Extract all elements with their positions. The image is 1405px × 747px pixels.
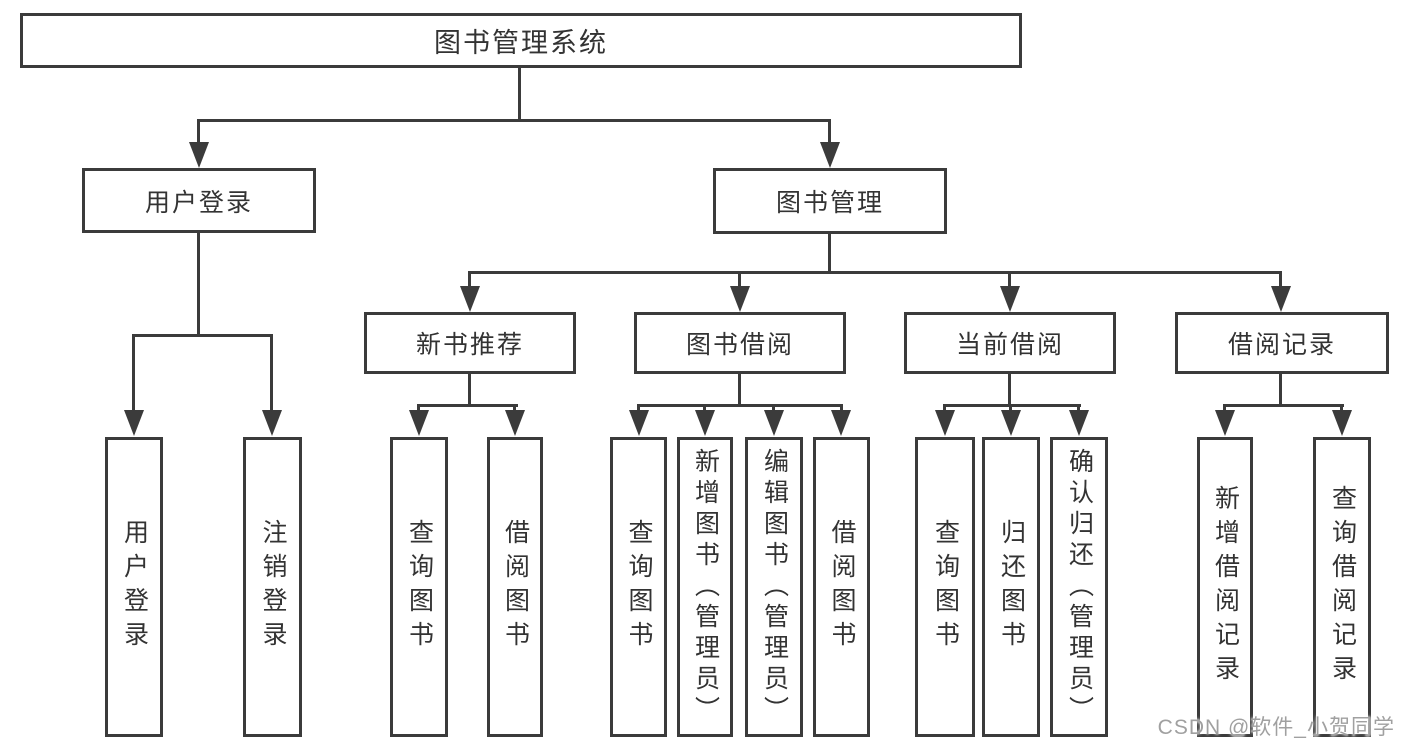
arrow-down-icon — [460, 286, 480, 312]
leaf-query-book-3: 查询图书 — [915, 437, 975, 737]
leaf-return-book: 归还图书 — [982, 437, 1040, 737]
connector-line — [637, 404, 640, 413]
arrow-down-icon — [764, 410, 784, 436]
node-borrow-record-label: 借阅记录 — [1227, 331, 1336, 359]
connector-line — [828, 119, 831, 146]
connector-line — [1340, 404, 1343, 413]
connector-line — [943, 404, 1081, 407]
connector-line — [1279, 374, 1282, 406]
connector-line — [197, 119, 200, 146]
connector-line — [1279, 271, 1282, 289]
leaf-query-book-1: 查询图书 — [390, 437, 448, 737]
connector-line — [703, 404, 706, 413]
arrow-down-icon — [1332, 410, 1352, 436]
connector-line — [468, 271, 1282, 274]
arrow-down-icon — [124, 410, 144, 436]
connector-line — [417, 404, 518, 407]
leaf-user-login: 用户登录 — [105, 437, 163, 737]
arrow-down-icon — [831, 410, 851, 436]
leaf-edit-book-admin-label: 编辑图书（管理员） — [760, 447, 789, 727]
connector-line — [468, 374, 471, 406]
node-new-book-recommend-label: 新书推荐 — [415, 331, 524, 359]
arrow-down-icon — [1000, 286, 1020, 312]
connector-line — [1008, 271, 1011, 289]
leaf-edit-book-admin: 编辑图书（管理员） — [745, 437, 803, 737]
leaf-confirm-return-admin: 确认归还（管理员） — [1050, 437, 1108, 737]
leaf-add-book-admin: 新增图书（管理员） — [677, 437, 733, 737]
arrow-down-icon — [935, 410, 955, 436]
leaf-confirm-return-admin-label: 确认归还（管理员） — [1065, 447, 1094, 727]
connector-line — [840, 404, 843, 413]
leaf-user-login-label: 用户登录 — [120, 519, 149, 655]
leaf-query-borrow-record-label: 查询借阅记录 — [1328, 485, 1357, 689]
connector-line — [197, 232, 200, 336]
connector-line — [828, 234, 831, 274]
node-book-borrow-label: 图书借阅 — [685, 331, 794, 359]
node-user-login-label: 用户登录 — [144, 188, 253, 217]
arrow-down-icon — [189, 142, 209, 168]
node-book-management: 图书管理 — [713, 168, 947, 234]
node-user-login: 用户登录 — [82, 168, 316, 233]
connector-line — [198, 119, 831, 122]
connector-line — [1223, 404, 1344, 407]
connector-line — [513, 404, 516, 413]
leaf-borrow-book-1-label: 借阅图书 — [501, 519, 530, 655]
connector-line — [738, 271, 741, 289]
leaf-query-borrow-record: 查询借阅记录 — [1313, 437, 1371, 737]
connector-line — [1223, 404, 1226, 413]
leaf-borrow-book-2-label: 借阅图书 — [828, 519, 856, 655]
arrow-down-icon — [1069, 410, 1089, 436]
node-borrow-record: 借阅记录 — [1175, 312, 1389, 374]
arrow-down-icon — [1271, 286, 1291, 312]
leaf-logout: 注销登录 — [243, 437, 302, 737]
csdn-watermark: CSDN @软件_小贺同学 — [1157, 716, 1395, 739]
arrow-down-icon — [820, 142, 840, 168]
connector-line — [637, 404, 843, 407]
connector-line — [943, 404, 946, 413]
leaf-borrow-book-1: 借阅图书 — [487, 437, 543, 737]
arrow-down-icon — [629, 410, 649, 436]
leaf-query-book-1-label: 查询图书 — [405, 519, 434, 655]
leaf-query-book-3-label: 查询图书 — [931, 519, 960, 655]
connector-line — [132, 334, 273, 337]
node-book-management-label: 图书管理 — [775, 189, 884, 217]
connector-line — [738, 374, 741, 406]
leaf-return-book-label: 归还图书 — [997, 519, 1026, 655]
connector-line — [417, 404, 420, 413]
connector-line — [132, 334, 135, 414]
arrow-down-icon — [262, 410, 282, 436]
arrow-down-icon — [1001, 410, 1021, 436]
connector-line — [1009, 404, 1012, 413]
leaf-borrow-book-2: 借阅图书 — [813, 437, 870, 737]
node-current-borrow: 当前借阅 — [904, 312, 1116, 374]
node-book-borrow: 图书借阅 — [634, 312, 846, 374]
connector-line — [1008, 374, 1011, 406]
node-root: 图书管理系统 — [20, 13, 1022, 68]
leaf-add-borrow-record: 新增借阅记录 — [1197, 437, 1253, 737]
connector-line — [1077, 404, 1080, 413]
node-root-label: 图书管理系统 — [434, 28, 608, 58]
arrow-down-icon — [1215, 410, 1235, 436]
arrow-down-icon — [730, 286, 750, 312]
arrow-down-icon — [695, 410, 715, 436]
connector-line — [468, 271, 471, 289]
node-new-book-recommend: 新书推荐 — [364, 312, 576, 374]
connector-line — [270, 334, 273, 414]
connector-line — [772, 404, 775, 413]
arrow-down-icon — [505, 410, 525, 436]
leaf-logout-label: 注销登录 — [259, 519, 287, 655]
leaf-query-book-2: 查询图书 — [610, 437, 667, 737]
node-current-borrow-label: 当前借阅 — [955, 331, 1064, 359]
leaf-add-borrow-record-label: 新增借阅记录 — [1211, 485, 1240, 689]
connector-line — [518, 68, 521, 120]
leaf-add-book-admin-label: 新增图书（管理员） — [691, 447, 720, 727]
leaf-query-book-2-label: 查询图书 — [625, 519, 653, 655]
arrow-down-icon — [409, 410, 429, 436]
